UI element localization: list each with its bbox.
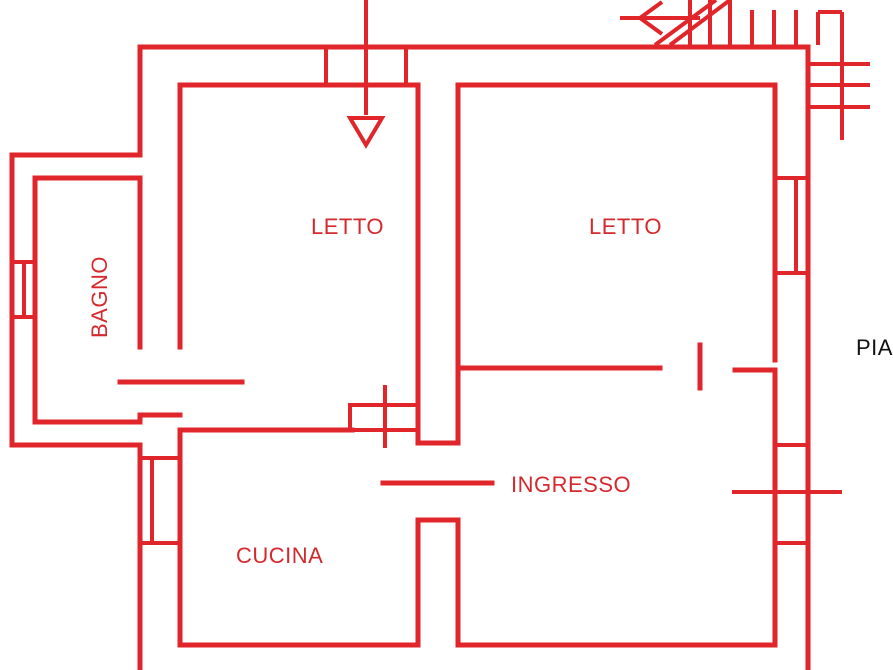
cucina-wall	[177, 517, 778, 648]
windows-doors	[10, 45, 842, 545]
room-label-bagno: BAGNO	[87, 256, 112, 338]
letto-left-wall	[177, 82, 778, 446]
window-letto-right	[773, 176, 810, 275]
room-label-cucina: CUCINA	[236, 543, 323, 568]
room-label-ingresso: INGRESSO	[511, 472, 631, 497]
exterior-label: PIA	[856, 335, 893, 360]
bagno-outer-wall	[9, 152, 143, 670]
bagno-inner-wall	[32, 175, 183, 425]
walls	[9, 44, 811, 670]
outer-wall-top	[137, 44, 811, 670]
staircase	[620, 0, 870, 140]
room-label-letto-left: LETTO	[311, 214, 384, 239]
entry-arrow	[346, 0, 386, 149]
room-label-letto-right: LETTO	[589, 214, 662, 239]
window-cucina	[138, 456, 182, 545]
